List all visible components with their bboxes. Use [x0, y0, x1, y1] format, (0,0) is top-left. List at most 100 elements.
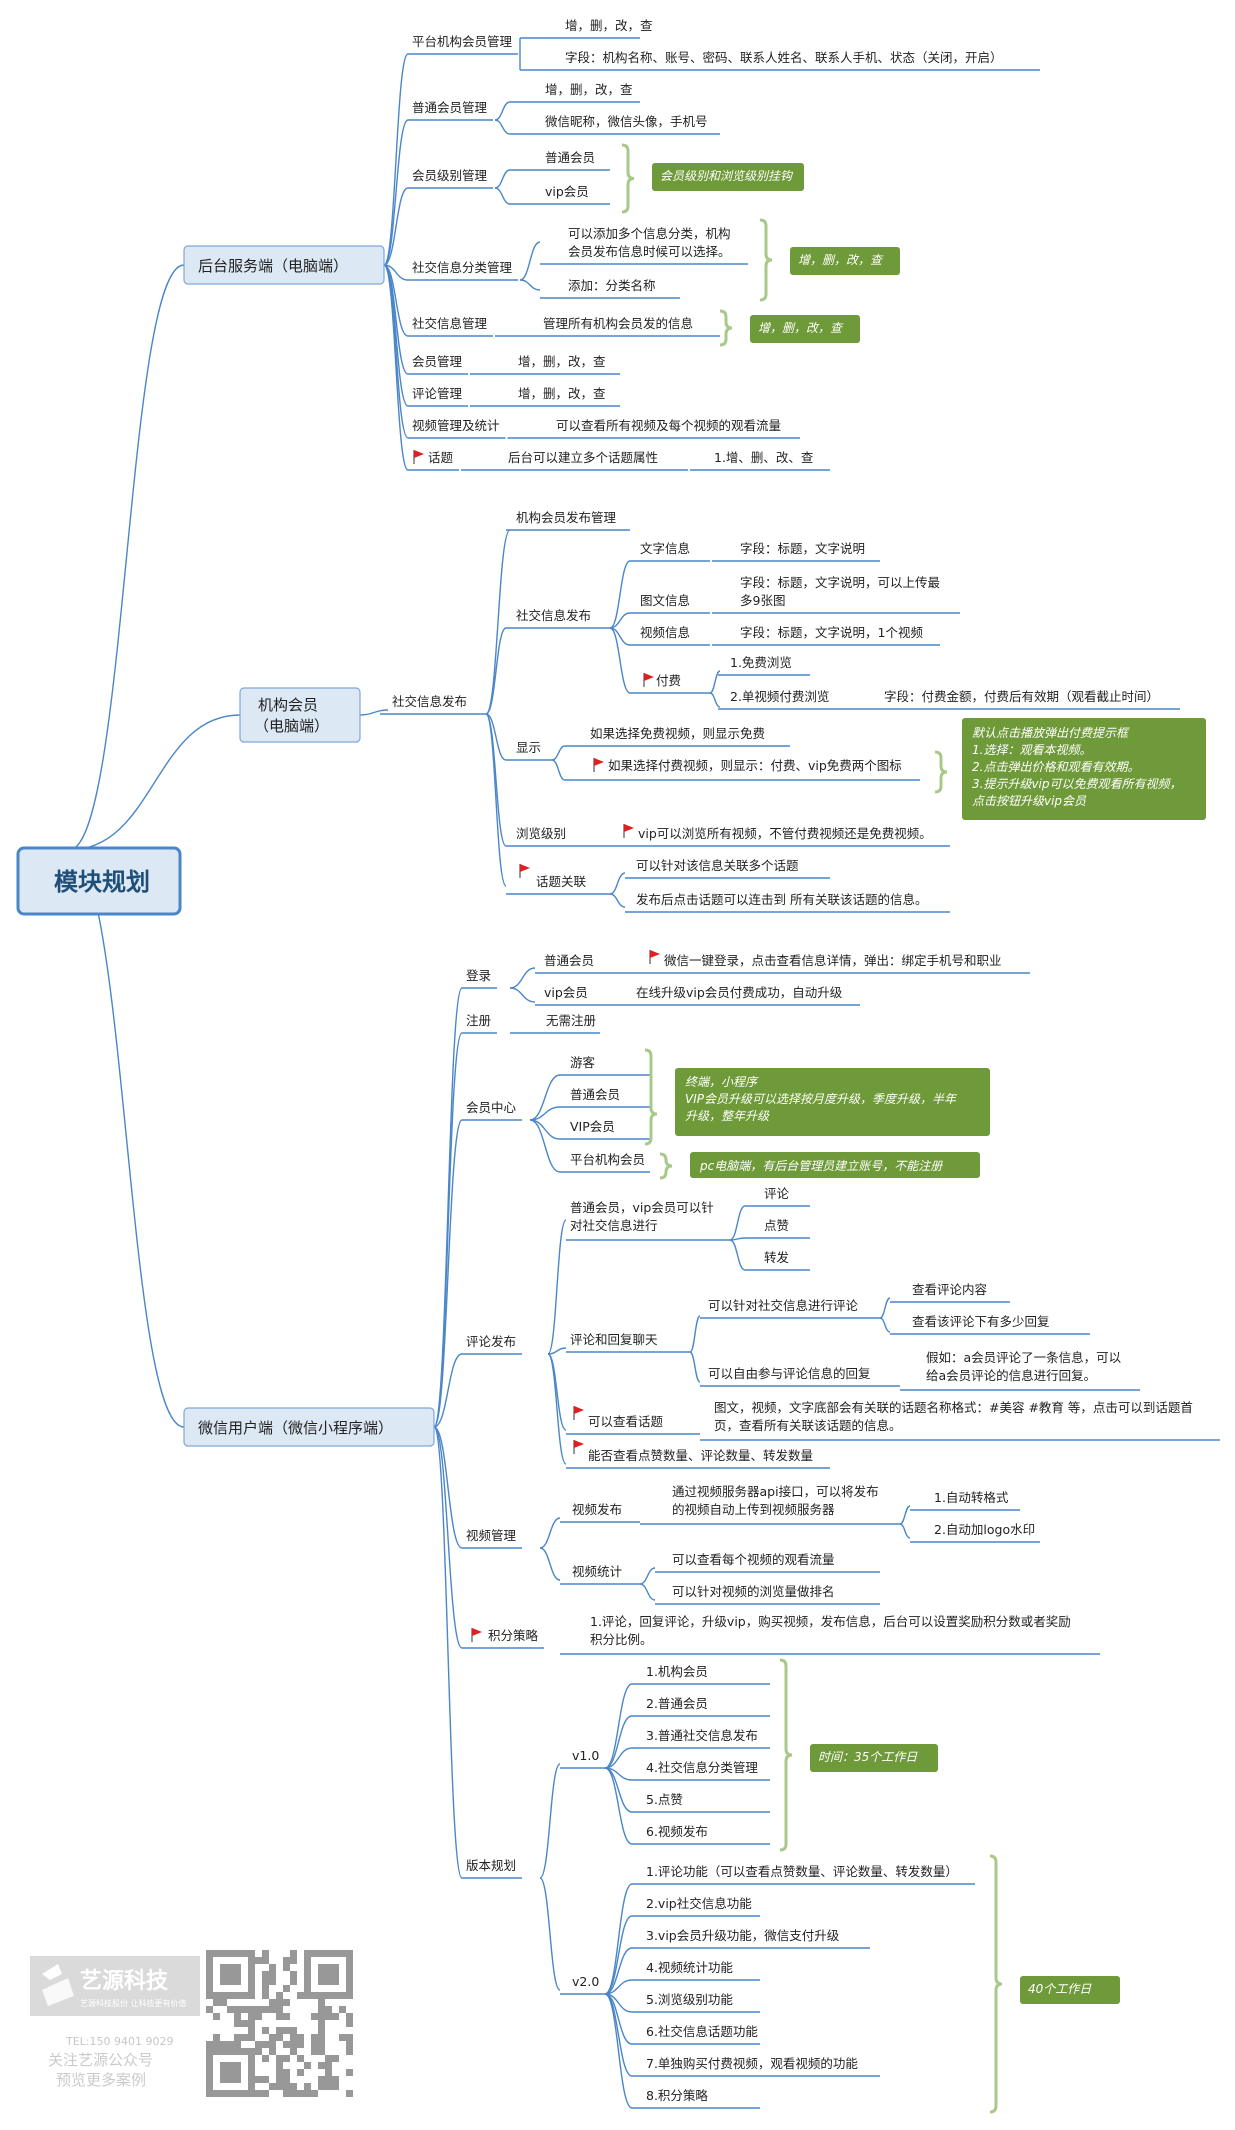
connector: [485, 713, 507, 761]
qr-module: [304, 2090, 311, 2097]
qr-module: [262, 1950, 269, 1957]
watermark-preview-text: 预览更多案例: [56, 2071, 146, 2089]
node-label: 6.社交信息话题功能: [646, 2024, 758, 2039]
connector: [639, 1567, 656, 1585]
qr-module: [276, 2055, 283, 2062]
qr-module: [283, 1999, 290, 2006]
qr-module: [283, 1964, 290, 1971]
qr-module: [213, 2034, 220, 2041]
node-label: 在线升级vip会员付费成功，自动升级: [636, 985, 843, 1000]
watermark-tagline: 艺源科技股份 让科技更有价值: [80, 1998, 187, 2008]
l2-label: 话题: [428, 450, 454, 465]
qr-module: [325, 2013, 332, 2020]
qr-module: [269, 1978, 276, 1985]
qr-module: [283, 2027, 290, 2034]
node-label: 字段：标题，文字说明，1个视频: [740, 625, 923, 640]
connector: [529, 1106, 561, 1121]
qr-module: [269, 2048, 276, 2055]
node-label: 5.浏览级别功能: [646, 1992, 733, 2007]
qr-module: [262, 2090, 269, 2097]
node-label: vip会员: [544, 985, 588, 1000]
node-label: 2.vip社交信息功能: [646, 1896, 752, 1911]
node-label: 平台机构会员: [570, 1152, 645, 1167]
qr-module: [332, 2083, 339, 2090]
flag-cloth: [594, 758, 604, 766]
qr-module: [290, 1971, 297, 1978]
qr-module: [262, 1971, 269, 1978]
flag-cloth: [650, 950, 660, 958]
node-label: 8.积分策略: [646, 2088, 708, 2103]
connector: [539, 1517, 561, 1549]
connector: [899, 1523, 911, 1539]
qr-module: [227, 2041, 234, 2048]
node-label: 字段：标题，文字说明: [740, 541, 865, 556]
connector: [729, 1205, 746, 1241]
connector: [494, 101, 511, 121]
qr-module: [346, 2048, 353, 2055]
node-label: 的视频自动上传到视频服务器: [672, 1502, 835, 1517]
flag-cloth: [472, 1628, 482, 1636]
connector: [68, 849, 185, 1428]
qr-module: [290, 2027, 297, 2034]
node-label: 如果选择免费视频，则显示免费: [590, 726, 765, 741]
qr-code-icon: [206, 1950, 356, 2100]
qr-module: [276, 2083, 283, 2090]
connector: [899, 1505, 911, 1525]
connector: [383, 53, 409, 266]
root-label: 模块规划: [54, 868, 150, 896]
flag-icon: [649, 950, 660, 964]
node-label: 如果选择付费视频，则显示：付费、vip免费两个图标: [608, 758, 902, 773]
node-label: 发布后点击话题可以连击到 所有关联该话题的信息。: [636, 892, 927, 907]
note-box: [652, 163, 804, 191]
l2-label: 登录: [466, 968, 491, 983]
qr-module: [262, 1978, 269, 1985]
l2-label: 普通会员管理: [412, 100, 488, 115]
node-label: 游客: [570, 1055, 596, 1070]
flag-cloth: [644, 673, 654, 681]
connector: [68, 714, 241, 851]
connector: [383, 264, 409, 407]
node-label: 1.免费浏览: [730, 655, 792, 670]
node-label: 增，删，改，查: [518, 386, 606, 401]
qr-module: [311, 2013, 318, 2020]
flag-icon: [573, 1440, 584, 1454]
node-label: 3.vip会员升级功能，微信支付升级: [646, 1928, 840, 1943]
qr-module: [276, 1992, 283, 1999]
note-bracket: [989, 1854, 1003, 2114]
watermark-follow-text: 关注艺源公众号: [48, 2051, 153, 2069]
watermark-graphic: 艺源科技 艺源科技股份 让科技更有价值 TEL:150 9401 9029 关注…: [30, 1950, 356, 2100]
flag-cloth: [574, 1406, 584, 1414]
node-label: 通过视频服务器api接口，可以将发布: [672, 1484, 879, 1499]
qr-module: [304, 2083, 311, 2090]
node-label: 3.普通社交信息发布: [646, 1728, 758, 1743]
node-label: v2.0: [572, 1974, 599, 1989]
node-label: 评论: [764, 1186, 790, 1201]
qr-module: [220, 2041, 227, 2048]
note-bracket: [779, 1658, 793, 1852]
flag-icon: [519, 864, 530, 878]
qr-module: [283, 1957, 290, 1964]
note-box: [675, 1068, 990, 1136]
note-box: [790, 247, 900, 275]
connector: [547, 1219, 567, 1355]
logo-icon: [42, 1964, 62, 1980]
qr-module: [318, 2076, 325, 2083]
l2-label: 社交信息管理: [412, 316, 488, 331]
node-label: 能否查看点赞数量、评论数量、转发数量: [588, 1448, 813, 1463]
qr-module: [262, 2041, 269, 2048]
l2-label: 积分策略: [488, 1628, 539, 1643]
connector: [689, 1315, 701, 1353]
qr-module: [269, 2083, 276, 2090]
flag-icon: [623, 824, 634, 838]
qr-module: [318, 2034, 325, 2041]
branch-label: 机构会员: [258, 696, 318, 714]
node-label: 字段：机构名称、账号、密码、联系人姓名、联系人手机、状态（关闭，开启）: [565, 50, 1003, 65]
qr-module: [283, 2069, 290, 2076]
qr-module: [269, 1999, 276, 2006]
qr-module: [248, 2027, 255, 2034]
logo-icon-shape: [42, 1978, 74, 2006]
node-label: 视频统计: [572, 1564, 622, 1579]
connector: [539, 1763, 561, 1879]
node-label: 图文信息: [640, 593, 690, 608]
connector: [604, 1883, 633, 1995]
